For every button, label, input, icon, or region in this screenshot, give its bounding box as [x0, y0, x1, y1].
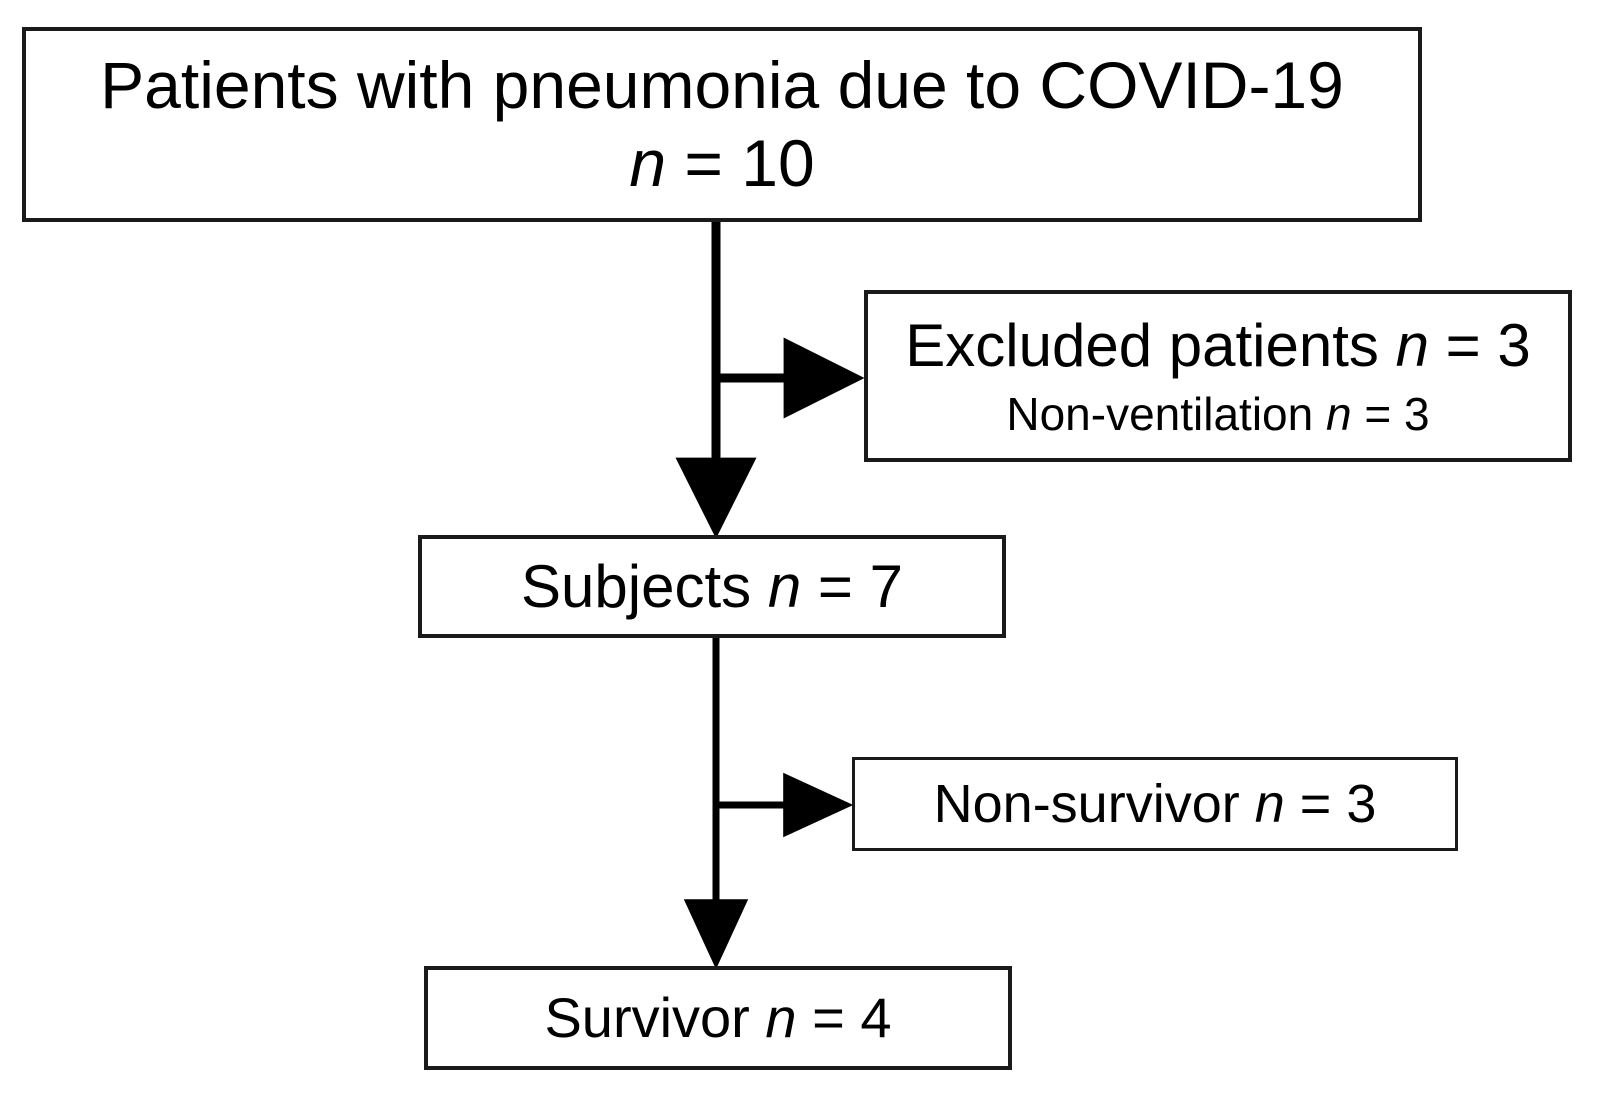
n-value: 4 — [860, 985, 892, 1049]
node-survivor-text: Survivor — [544, 985, 766, 1049]
n-value: 3 — [1497, 311, 1531, 379]
n-equals: = — [666, 125, 742, 200]
n-symbol: n — [629, 125, 667, 200]
node-non-survivor-label: Non-survivor n = 3 — [934, 774, 1377, 834]
node-excluded-label: Excluded patients n = 3 — [905, 312, 1530, 379]
node-enrolled-label: Patients with pneumonia due to COVID-19 — [100, 47, 1344, 122]
node-subjects-label: Subjects n = 7 — [521, 553, 903, 620]
node-excluded-reason: Non-ventilation n = 3 — [1006, 387, 1430, 441]
node-survivor: Survivor n = 4 — [424, 966, 1012, 1070]
n-value: 3 — [1346, 773, 1377, 834]
n-equals: = — [1284, 773, 1347, 834]
n-symbol: n — [1254, 773, 1285, 834]
node-enrolled-count: n = 10 — [629, 125, 815, 201]
node-excluded-text: Excluded patients — [905, 311, 1396, 379]
node-non-survivor: Non-survivor n = 3 — [852, 757, 1458, 851]
n-equals: = — [1428, 311, 1498, 379]
n-symbol: n — [767, 552, 802, 620]
n-symbol: n — [765, 985, 797, 1049]
n-symbol: n — [1326, 387, 1352, 440]
n-value: 7 — [869, 552, 903, 620]
n-value: 3 — [1404, 387, 1430, 440]
n-equals: = — [796, 985, 861, 1049]
node-non-survivor-text: Non-survivor — [933, 773, 1255, 834]
node-enrolled-population: Patients with pneumonia due to COVID-19 … — [22, 27, 1422, 222]
n-equals: = — [801, 552, 870, 620]
node-survivor-label: Survivor n = 4 — [544, 985, 892, 1050]
n-equals: = — [1351, 387, 1405, 440]
n-value: 10 — [741, 125, 815, 200]
node-subjects-text: Subjects — [521, 552, 768, 620]
n-symbol: n — [1395, 311, 1429, 379]
node-excluded-reason-text: Non-ventilation — [1006, 387, 1326, 440]
node-subjects: Subjects n = 7 — [418, 535, 1006, 638]
node-excluded-patients: Excluded patients n = 3 Non-ventilation … — [864, 290, 1572, 462]
